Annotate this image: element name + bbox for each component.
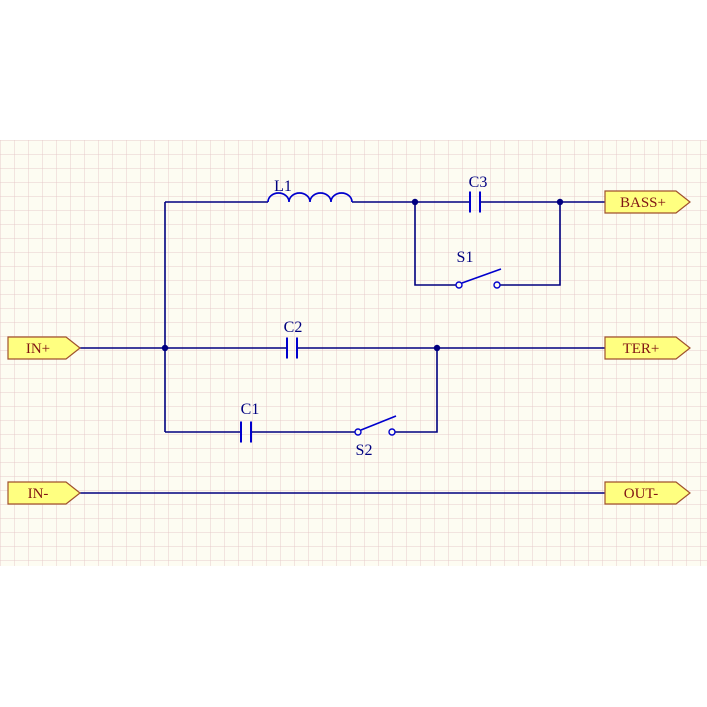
inductor-L1[interactable]	[267, 192, 353, 203]
label-S2[interactable]: S2	[356, 442, 373, 459]
switch-contact-S1[interactable]	[493, 281, 501, 289]
switch-lever-S2[interactable]	[360, 415, 397, 431]
junction-dot	[433, 344, 441, 352]
label-S1[interactable]: S1	[457, 249, 474, 266]
port-label-IN-: IN-	[28, 486, 49, 502]
port-IN+[interactable]	[7, 336, 81, 360]
switch-lever-S1[interactable]	[461, 268, 502, 284]
port-BASS+[interactable]	[604, 190, 691, 214]
label-L1[interactable]: L1	[274, 178, 292, 195]
port-TER+[interactable]	[604, 336, 691, 360]
label-C3[interactable]: C3	[469, 174, 488, 191]
port-label-BASS+: BASS+	[620, 195, 666, 211]
port-label-IN+: IN+	[26, 341, 50, 357]
wire[interactable]	[414, 202, 456, 286]
label-C1[interactable]: C1	[241, 401, 260, 418]
grid-background	[0, 140, 707, 566]
junction-dot	[556, 198, 564, 206]
port-label-OUT-: OUT-	[624, 486, 658, 502]
switch-contact-S1[interactable]	[455, 281, 463, 289]
junction-dot	[411, 198, 419, 206]
junction-dot	[161, 344, 169, 352]
port-OUT-[interactable]	[604, 481, 691, 505]
label-C2[interactable]: C2	[284, 319, 303, 336]
wire[interactable]	[500, 202, 561, 286]
switch-contact-S2[interactable]	[354, 428, 362, 436]
wire[interactable]	[395, 348, 438, 433]
port-IN-[interactable]	[7, 481, 81, 505]
port-label-TER+: TER+	[623, 341, 660, 357]
switch-contact-S2[interactable]	[388, 428, 396, 436]
